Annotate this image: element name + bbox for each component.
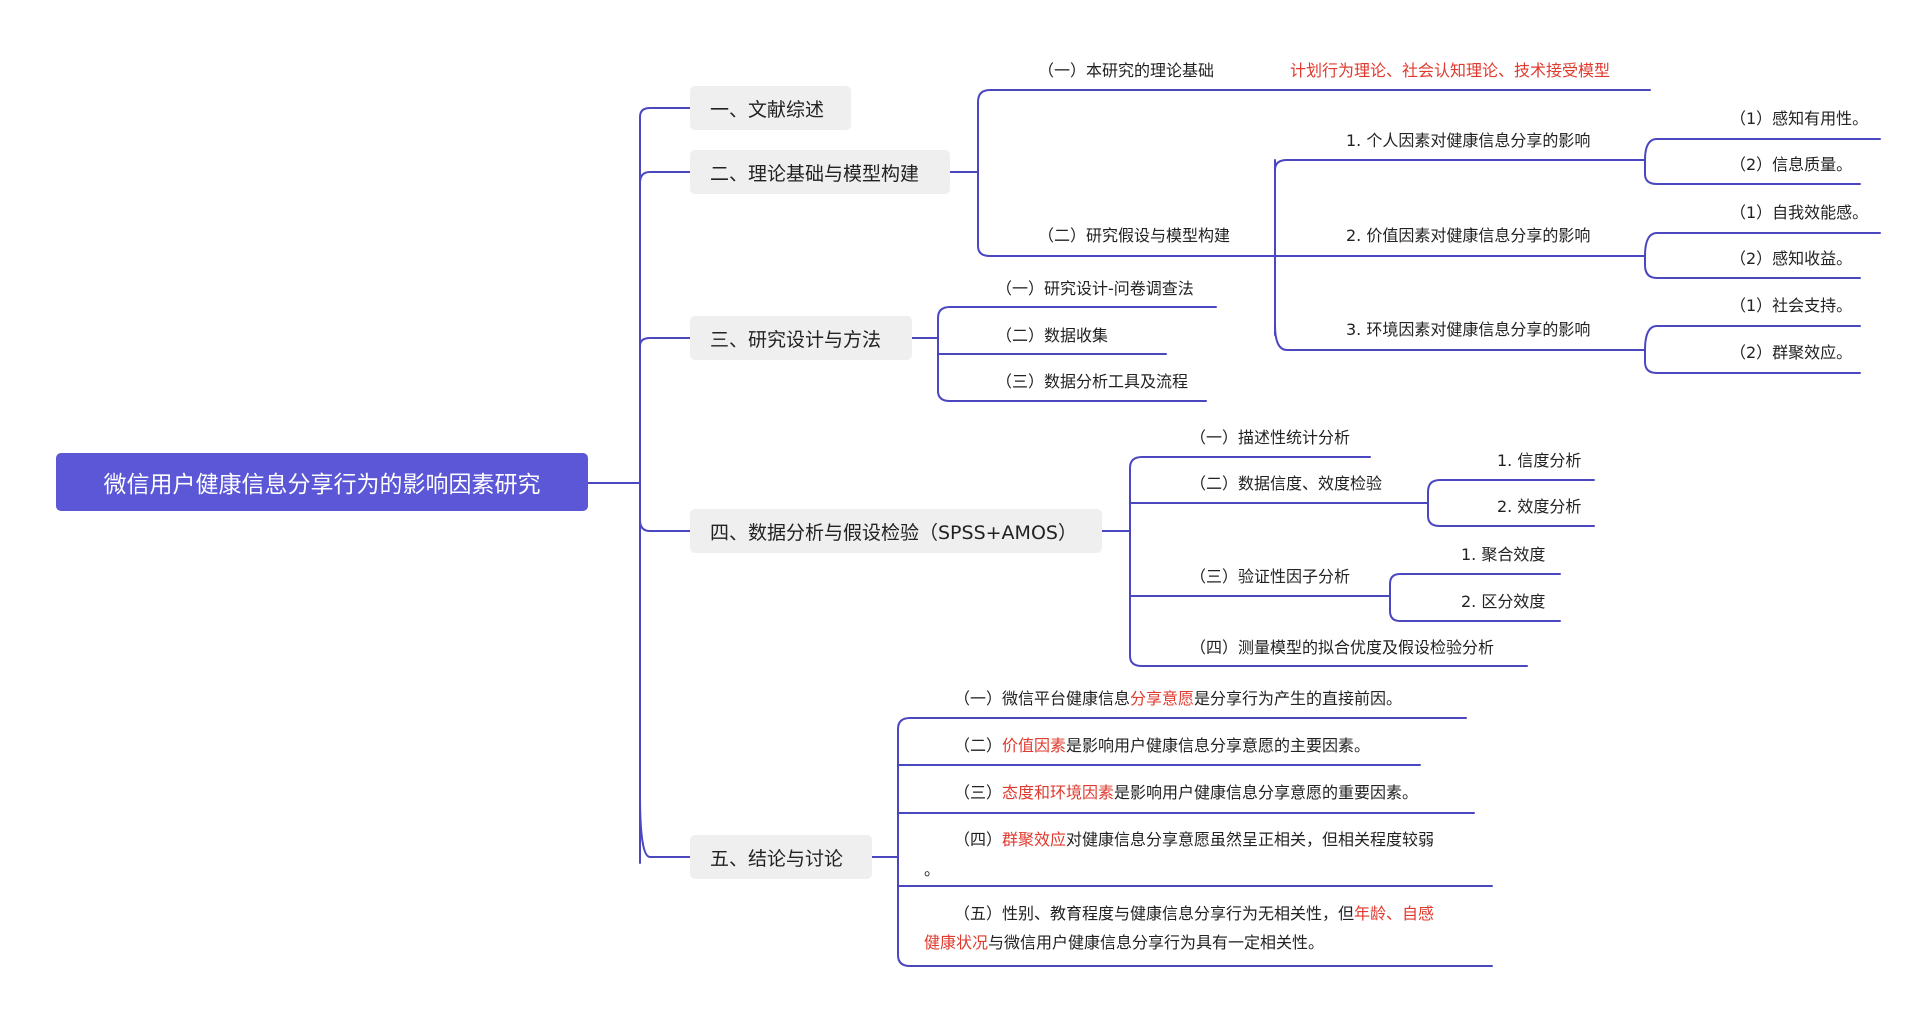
section-research-design[interactable]: 三、研究设计与方法 [690, 316, 912, 360]
item-herd-effect[interactable]: （2）群聚效应。 [1730, 343, 1853, 362]
connector-root [587, 107, 691, 864]
conclusion-4-a: （四） [954, 830, 1003, 849]
conclusion-2-highlight: 价值因素 [1002, 736, 1067, 755]
item-social-support[interactable]: （1）社会支持。 [1730, 296, 1853, 315]
conclusion-2[interactable]: （二）价值因素是影响用户健康信息分享意愿的主要因素。 [954, 738, 1370, 754]
cfa-node[interactable]: （三）验证性因子分析 [1190, 567, 1351, 586]
item-self-efficacy[interactable]: （1）自我效能感。 [1730, 203, 1869, 222]
conclusion-5-line1[interactable]: （五）性别、教育程度与健康信息分享行为无相关性，但年龄、自感 [954, 906, 1434, 922]
hypothesis-model-node[interactable]: （二）研究假设与模型构建 [1038, 226, 1231, 245]
factor-value-node[interactable]: 2. 价值因素对健康信息分享的影响 [1346, 226, 1591, 245]
descriptive-stats-node[interactable]: （一）描述性统计分析 [1190, 428, 1351, 447]
conclusion-3-highlight: 态度和环境因素 [1002, 783, 1115, 802]
item-perceived-usefulness[interactable]: （1）感知有用性。 [1730, 109, 1869, 128]
conclusion-5-highlight-2: 健康状况 [924, 933, 989, 952]
connector-s2 [949, 89, 1881, 374]
section-conclusion[interactable]: 五、结论与讨论 [690, 835, 872, 879]
section-data-analysis[interactable]: 四、数据分析与假设检验（SPSS+AMOS） [690, 509, 1102, 553]
section-theory-model[interactable]: 二、理论基础与模型构建 [690, 150, 950, 194]
reliability-analysis-node[interactable]: 1. 信度分析 [1497, 451, 1582, 470]
discriminant-validity-node[interactable]: 2. 区分效度 [1461, 592, 1546, 611]
design-survey-node[interactable]: （一）研究设计-问卷调查法 [996, 279, 1194, 298]
conclusion-5-highlight-1: 年龄、自感 [1354, 904, 1435, 923]
conclusion-3[interactable]: （三）态度和环境因素是影响用户健康信息分享意愿的重要因素。 [954, 785, 1418, 801]
conclusion-4-b: 对健康信息分享意愿虽然呈正相关，但相关程度较弱 [1066, 830, 1435, 849]
connector-s5 [871, 717, 1493, 967]
conclusion-1[interactable]: （一）微信平台健康信息分享意愿是分享行为产生的直接前因。 [954, 691, 1402, 707]
connector-s4 [1101, 456, 1595, 667]
conclusion-4[interactable]: （四）群聚效应对健康信息分享意愿虽然呈正相关，但相关程度较弱 [954, 832, 1434, 848]
factor-personal-node[interactable]: 1. 个人因素对健康信息分享的影响 [1346, 131, 1591, 150]
conclusion-4-tail: 。 [924, 860, 941, 879]
conclusion-3-b: 是影响用户健康信息分享意愿的重要因素。 [1114, 783, 1419, 802]
conclusion-1-a: （一）微信平台健康信息 [954, 689, 1131, 708]
item-information-quality[interactable]: （2）信息质量。 [1730, 155, 1853, 174]
analysis-tools-node[interactable]: （三）数据分析工具及流程 [996, 372, 1189, 391]
conclusion-2-a: （二） [954, 736, 1003, 755]
reliability-validity-node[interactable]: （二）数据信度、效度检验 [1190, 474, 1383, 493]
conclusion-2-b: 是影响用户健康信息分享意愿的主要因素。 [1066, 736, 1371, 755]
data-collection-node[interactable]: （二）数据收集 [996, 326, 1109, 345]
conclusion-5-a: （五）性别、教育程度与健康信息分享行为无相关性，但 [954, 904, 1355, 923]
root-node[interactable]: 微信用户健康信息分享行为的影响因素研究 [56, 453, 588, 511]
conclusion-4-highlight: 群聚效应 [1002, 830, 1067, 849]
conclusion-1-b: 是分享行为产生的直接前因。 [1194, 689, 1403, 708]
connector-s3 [911, 306, 1217, 402]
conclusion-3-a: （三） [954, 783, 1003, 802]
convergent-validity-node[interactable]: 1. 聚合效度 [1461, 545, 1546, 564]
conclusion-5-line2[interactable]: 健康状况与微信用户健康信息分享行为具有一定相关性。 [924, 935, 1324, 951]
factor-environment-node[interactable]: 3. 环境因素对健康信息分享的影响 [1346, 320, 1591, 339]
theory-list-node[interactable]: 计划行为理论、社会认知理论、技术接受模型 [1290, 61, 1611, 80]
item-perceived-benefit[interactable]: （2）感知收益。 [1730, 249, 1853, 268]
model-fit-node[interactable]: （四）测量模型的拟合优度及假设检验分析 [1190, 638, 1495, 657]
conclusion-1-highlight: 分享意愿 [1130, 689, 1195, 708]
theory-basis-node[interactable]: （一）本研究的理论基础 [1038, 61, 1215, 80]
section-literature-review[interactable]: 一、文献综述 [690, 86, 851, 130]
conclusion-5-b: 与微信用户健康信息分享行为具有一定相关性。 [988, 933, 1325, 952]
validity-analysis-node[interactable]: 2. 效度分析 [1497, 497, 1582, 516]
